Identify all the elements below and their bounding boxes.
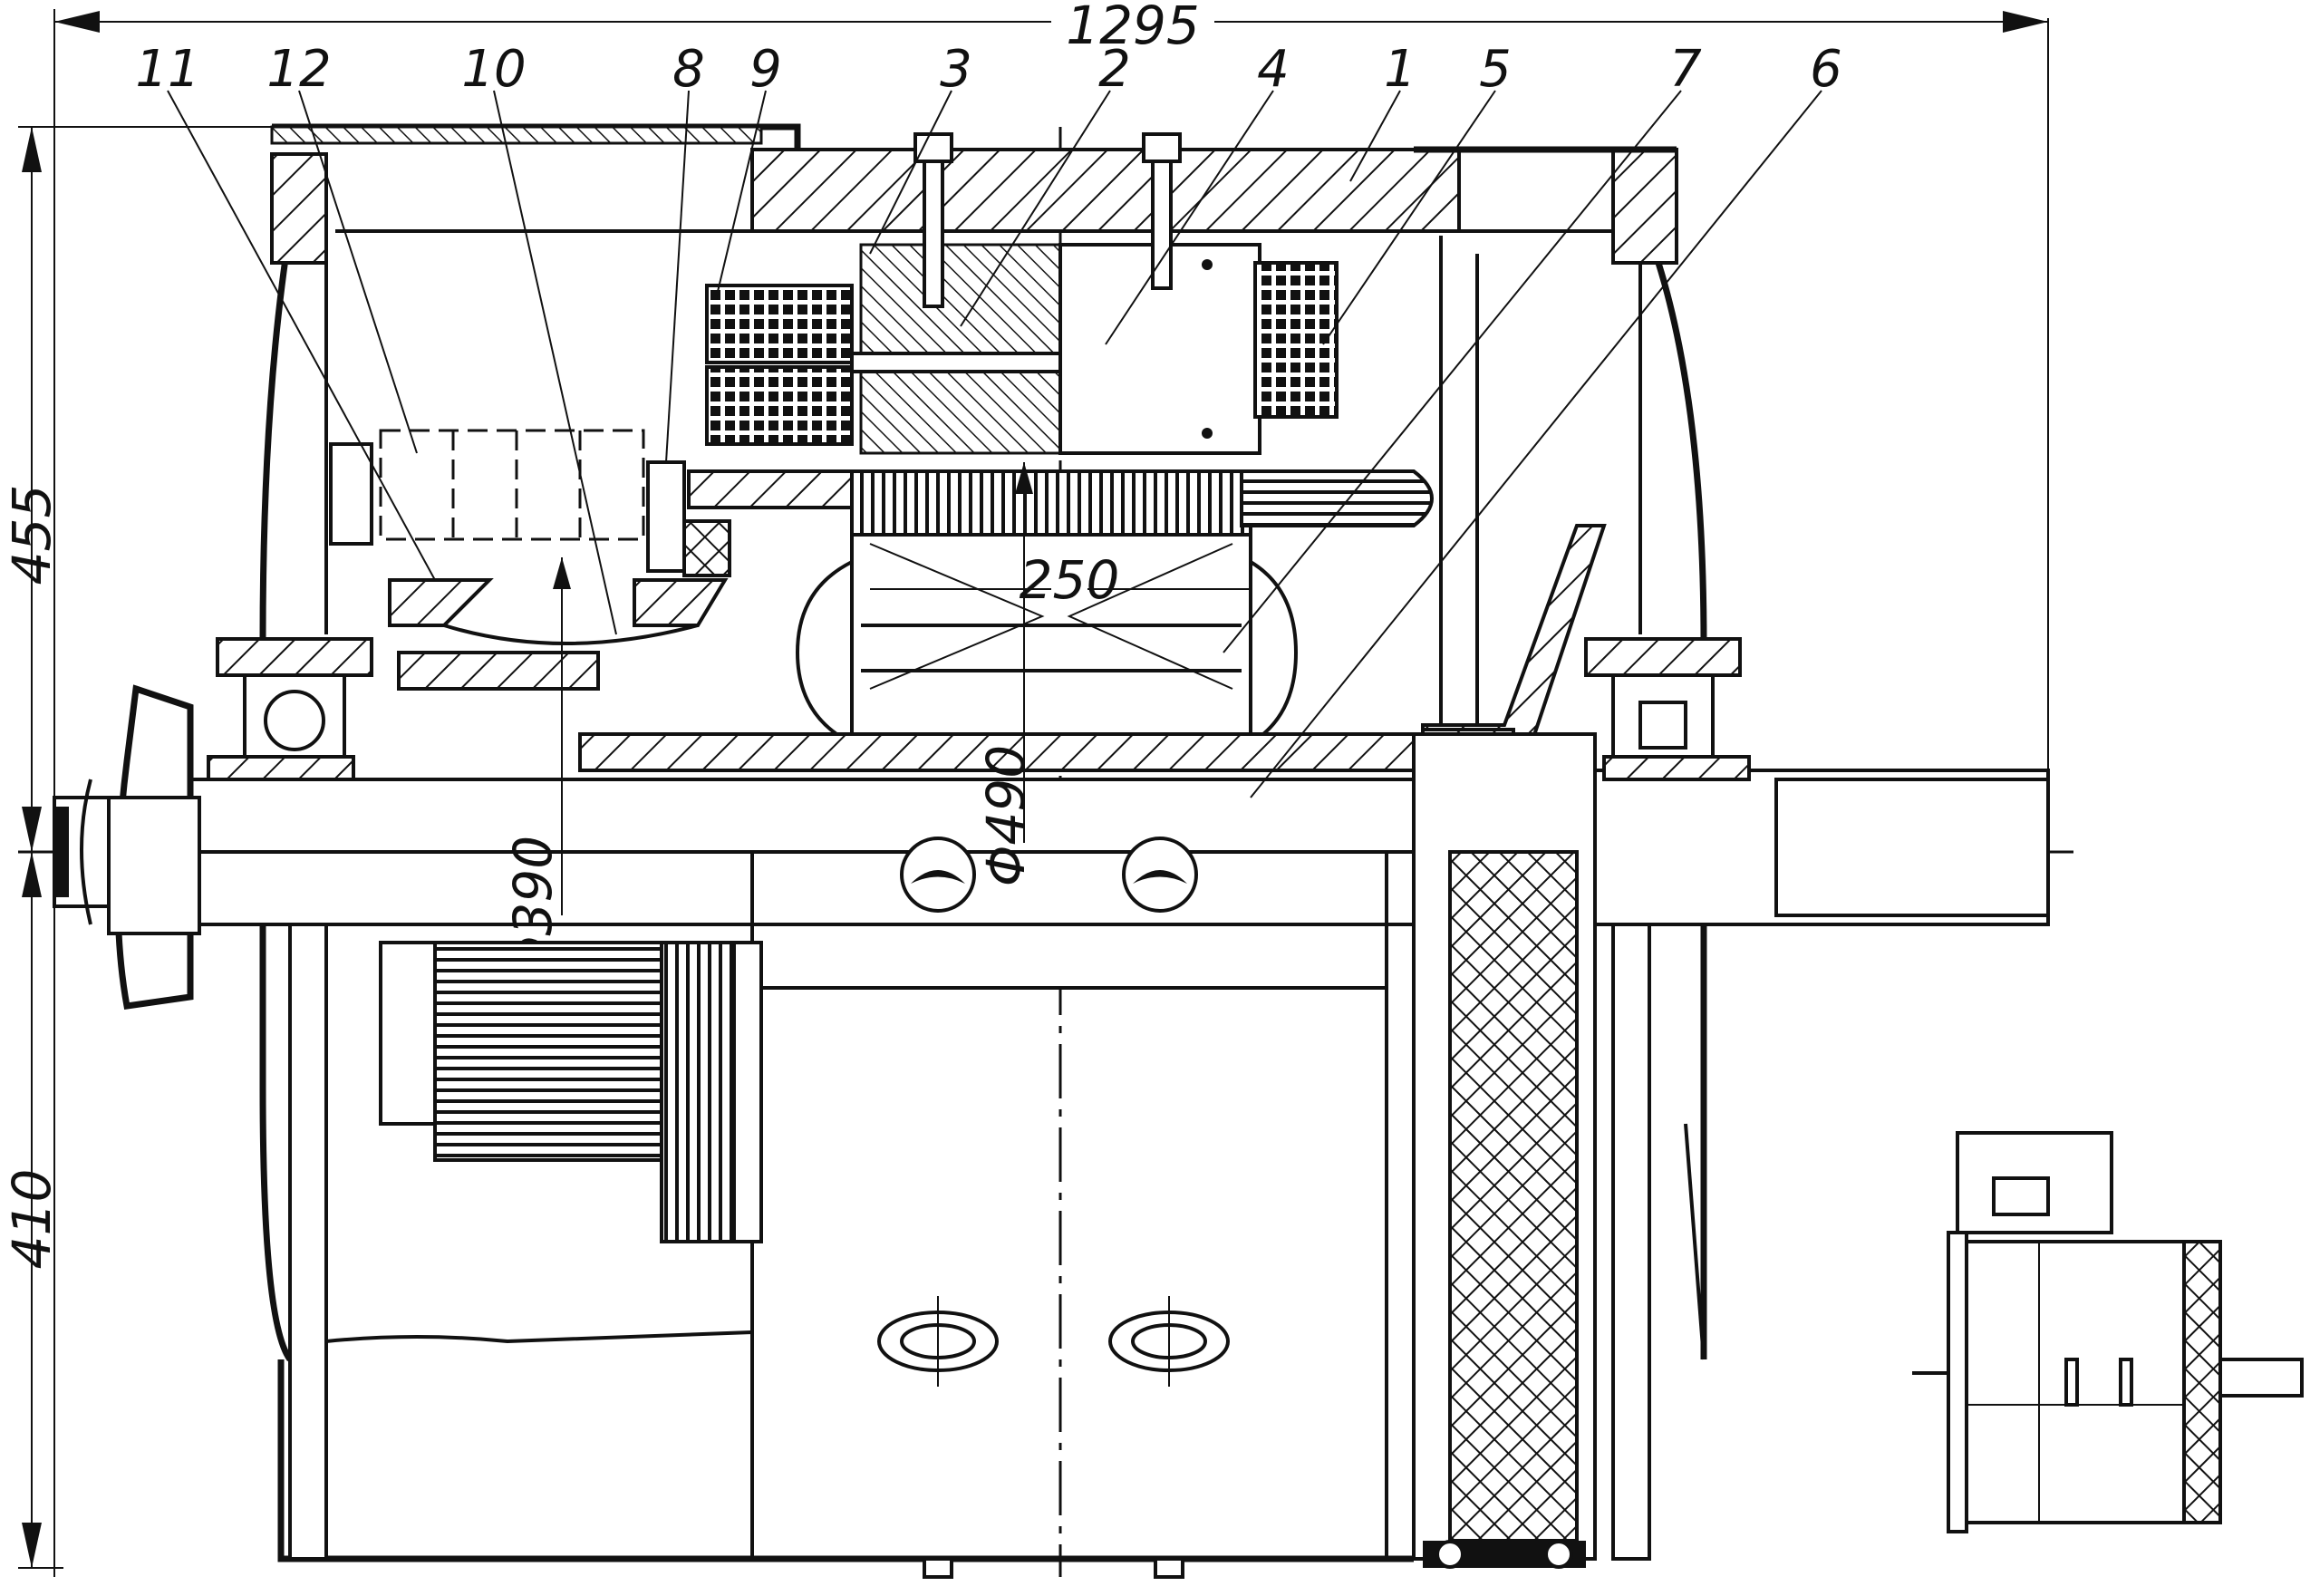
dimension-overall-length: 1295	[53, 0, 2049, 1577]
label-1: 1	[1384, 40, 1416, 99]
label-11: 11	[135, 40, 199, 99]
dimension-vertical: 455 410	[1, 126, 272, 1569]
part-labels: 11 12 10 8 9 3 2 4 1 5 7 6	[135, 40, 1841, 99]
label-9: 9	[749, 40, 782, 99]
label-2: 2	[1098, 40, 1131, 99]
label-12: 12	[266, 40, 331, 99]
upper-height-value: 455	[1, 485, 63, 585]
brush-holder	[329, 429, 729, 691]
bearing-right	[1421, 524, 1751, 781]
label-8: 8	[672, 40, 705, 99]
overall-length-value: 1295	[1066, 0, 1200, 56]
label-5: 5	[1479, 40, 1512, 99]
label-3: 3	[940, 40, 972, 99]
stator	[705, 132, 1339, 455]
bearing-left	[207, 637, 373, 781]
core-length-value: 250	[1020, 549, 1120, 611]
lower-exterior	[379, 941, 1706, 1579]
label-4: 4	[1257, 40, 1290, 99]
external-view-thumbnail	[1912, 1131, 2304, 1533]
label-6: 6	[1810, 40, 1842, 99]
part-leaders	[167, 90, 1822, 798]
label-7: 7	[1669, 40, 1702, 99]
diameter-large-value: Φ490	[975, 745, 1037, 886]
fan	[1412, 732, 1597, 1569]
lower-height-value: 410	[1, 1169, 63, 1270]
pulley	[56, 684, 201, 1010]
rotor: 250	[578, 469, 1434, 763]
label-10: 10	[461, 40, 526, 99]
